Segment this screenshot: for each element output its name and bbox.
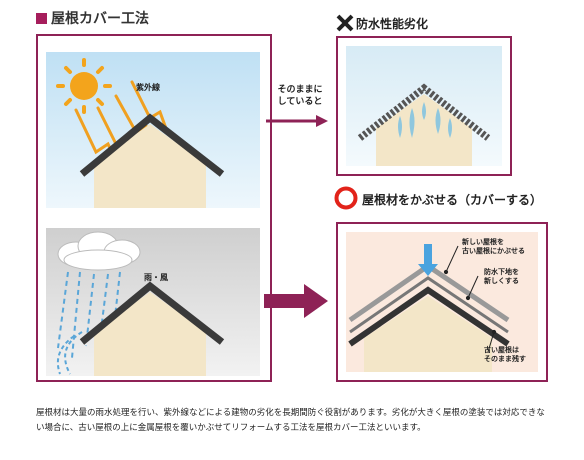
middle-text-line-2: していると [277, 97, 323, 107]
note-old-roof-line-1: 古い屋根は [484, 346, 519, 354]
thick-arrow-icon [264, 284, 328, 318]
title-square-icon [36, 13, 47, 24]
uv-label: 紫外線 [136, 83, 160, 92]
house-icon [357, 83, 491, 166]
note-underlayment-line-2: 新しくする [484, 277, 519, 285]
cover-heading: 屋根材をかぶせる（カバーする） [362, 193, 543, 207]
down-arrow-icon [418, 244, 438, 276]
house-icon [79, 113, 225, 208]
circle-ok-icon [334, 186, 358, 210]
cross-icon [336, 14, 354, 32]
middle-text: そのままに していると [270, 84, 330, 108]
deterioration-illustration [346, 46, 502, 166]
section-title-text: 屋根カバー工法 [51, 11, 149, 27]
house-icon [79, 281, 225, 376]
note-old-roof: 古い屋根は そのまま残す [484, 346, 526, 364]
rain-illustration [46, 228, 260, 376]
thin-arrow-icon [266, 115, 328, 127]
note-old-roof-line-2: そのまま残す [484, 355, 526, 363]
note-underlayment: 防水下地を 新しくする [484, 268, 519, 286]
note-new-roof-line-1: 新しい屋根を [462, 238, 504, 246]
note-new-roof: 新しい屋根を 古い屋根にかぶせる [462, 238, 525, 256]
cloud-icon [57, 231, 141, 271]
note-new-roof-line-2: 古い屋根にかぶせる [462, 247, 525, 255]
rain-label: 雨・風 [144, 273, 168, 282]
deterioration-heading: 防水性能劣化 [356, 17, 429, 31]
caption: 屋根材は大量の雨水処理を行い、紫外線などによる建物の劣化を長期間防ぐ役割がありま… [36, 408, 545, 433]
section-title: 屋根カバー工法 [36, 8, 149, 28]
uv-illustration [46, 52, 260, 208]
cover-illustration [346, 232, 538, 372]
sun-icon [56, 58, 112, 114]
note-underlayment-line-1: 防水下地を [484, 268, 519, 276]
water-leak-icon [398, 102, 452, 138]
middle-text-line-1: そのままに [277, 85, 323, 95]
